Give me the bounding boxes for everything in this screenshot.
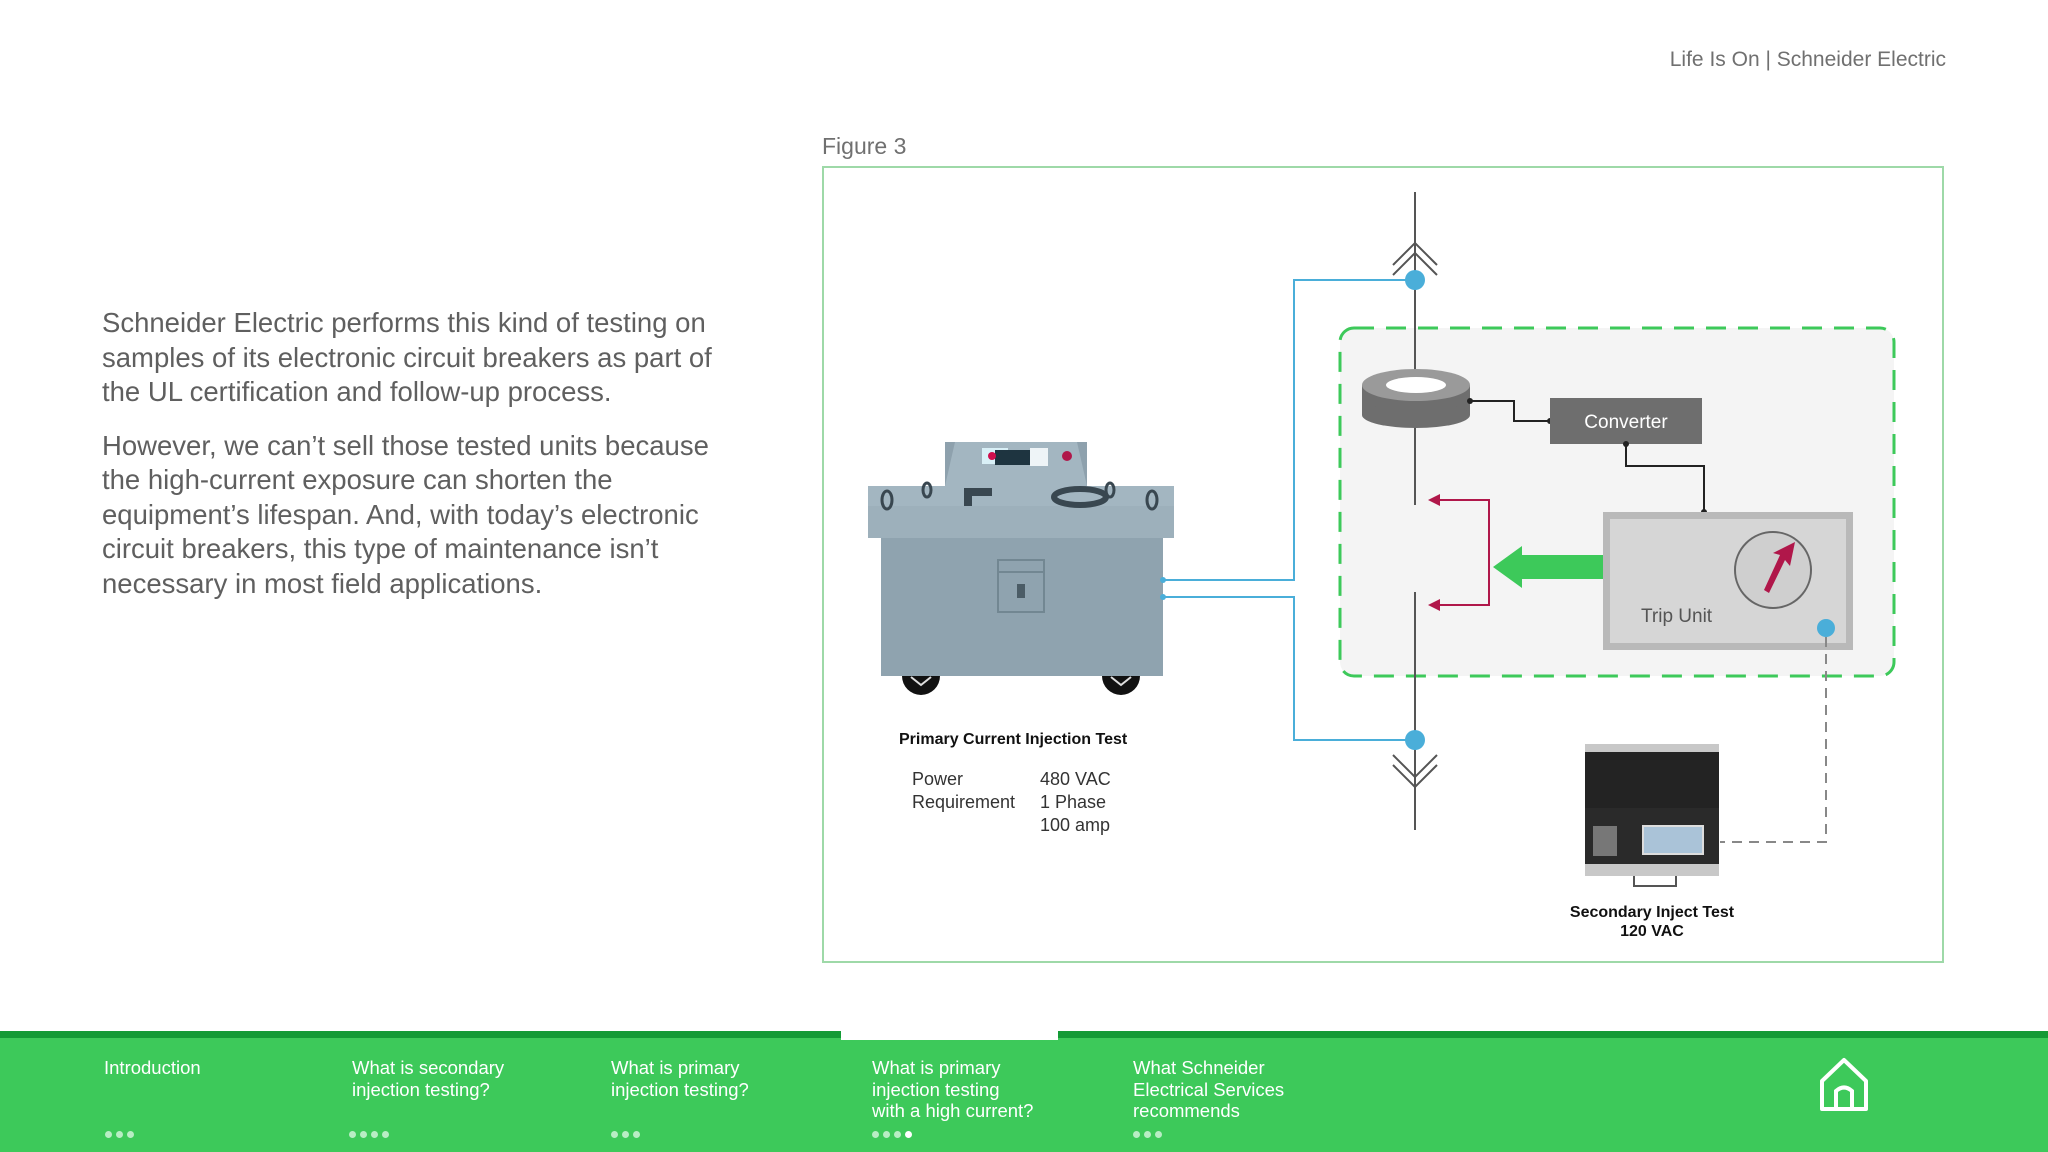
trip-unit-label: Trip Unit <box>1641 606 1713 627</box>
nav-dots-primary-high-current <box>872 1130 916 1140</box>
top-connection-point <box>1405 270 1425 290</box>
converter-label: Converter <box>1584 412 1668 433</box>
secondary-test-lead <box>1720 637 1827 843</box>
nav-dots-primary-injection <box>611 1130 644 1140</box>
home-icon <box>1820 1058 1868 1111</box>
power-value-phase: 1 Phase <box>1040 792 1106 812</box>
trip-mechanism <box>1436 499 1490 606</box>
primary-test-set-icon <box>868 442 1174 695</box>
nav-item-primary-high-current[interactable]: What is primary injection testing with a… <box>872 1057 1034 1121</box>
nav-dots-introduction <box>105 1130 138 1140</box>
footer-nav-bar: Introduction What is secondary injection… <box>0 1031 2048 1152</box>
main-conductor <box>1392 192 1438 830</box>
open-arrow-bottom-icon <box>1428 599 1440 611</box>
brand-header: Life Is On | Schneider Electric <box>1669 48 1946 71</box>
nav-item-introduction[interactable]: Introduction <box>104 1057 201 1078</box>
secondary-test-title: Secondary Inject Test <box>1570 904 1735 921</box>
open-arrow-top-icon <box>1428 494 1440 506</box>
power-label-line1: Power <box>912 769 963 789</box>
power-value-current: 100 amp <box>1040 815 1110 835</box>
current-transformer-icon <box>1362 369 1470 428</box>
paragraph-2: However, we can’t sell those tested unit… <box>102 429 709 599</box>
primary-test-leads <box>1162 279 1415 741</box>
nav-item-recommends[interactable]: What Schneider Electrical Services recom… <box>1133 1057 1285 1121</box>
figure-label: Figure 3 <box>822 133 907 159</box>
trip-needle-icon <box>1764 542 1795 593</box>
active-tab-indicator <box>841 1031 1058 1040</box>
figure-frame <box>822 166 1944 963</box>
ct-to-converter-wire <box>1470 400 1550 422</box>
trip-unit-dial-icon <box>1734 531 1812 609</box>
trip-unit-test-port <box>1817 619 1835 637</box>
primary-test-title: Primary Current Injection Test <box>899 731 1128 748</box>
home-button[interactable] <box>1818 1055 1870 1113</box>
trip-signal-arrow-icon <box>1493 546 1603 588</box>
converter-box <box>1550 398 1702 444</box>
body-text: Schneider Electric performs this kind of… <box>102 306 742 620</box>
secondary-test-set-icon <box>1585 744 1719 887</box>
paragraph-1: Schneider Electric performs this kind of… <box>102 307 712 407</box>
nav-item-primary-injection[interactable]: What is primary injection testing? <box>611 1057 749 1100</box>
bottom-connection-point <box>1405 730 1425 750</box>
nav-item-secondary-injection[interactable]: What is secondary injection testing? <box>352 1057 505 1100</box>
nav-dots-secondary-injection <box>349 1130 393 1140</box>
nav-dots-recommends <box>1133 1130 1166 1140</box>
power-value-voltage: 480 VAC <box>1040 769 1111 789</box>
converter-to-trip-wire <box>1625 444 1705 512</box>
power-label-line2: Requirement <box>912 792 1015 812</box>
secondary-test-voltage: 120 VAC <box>1620 923 1684 940</box>
